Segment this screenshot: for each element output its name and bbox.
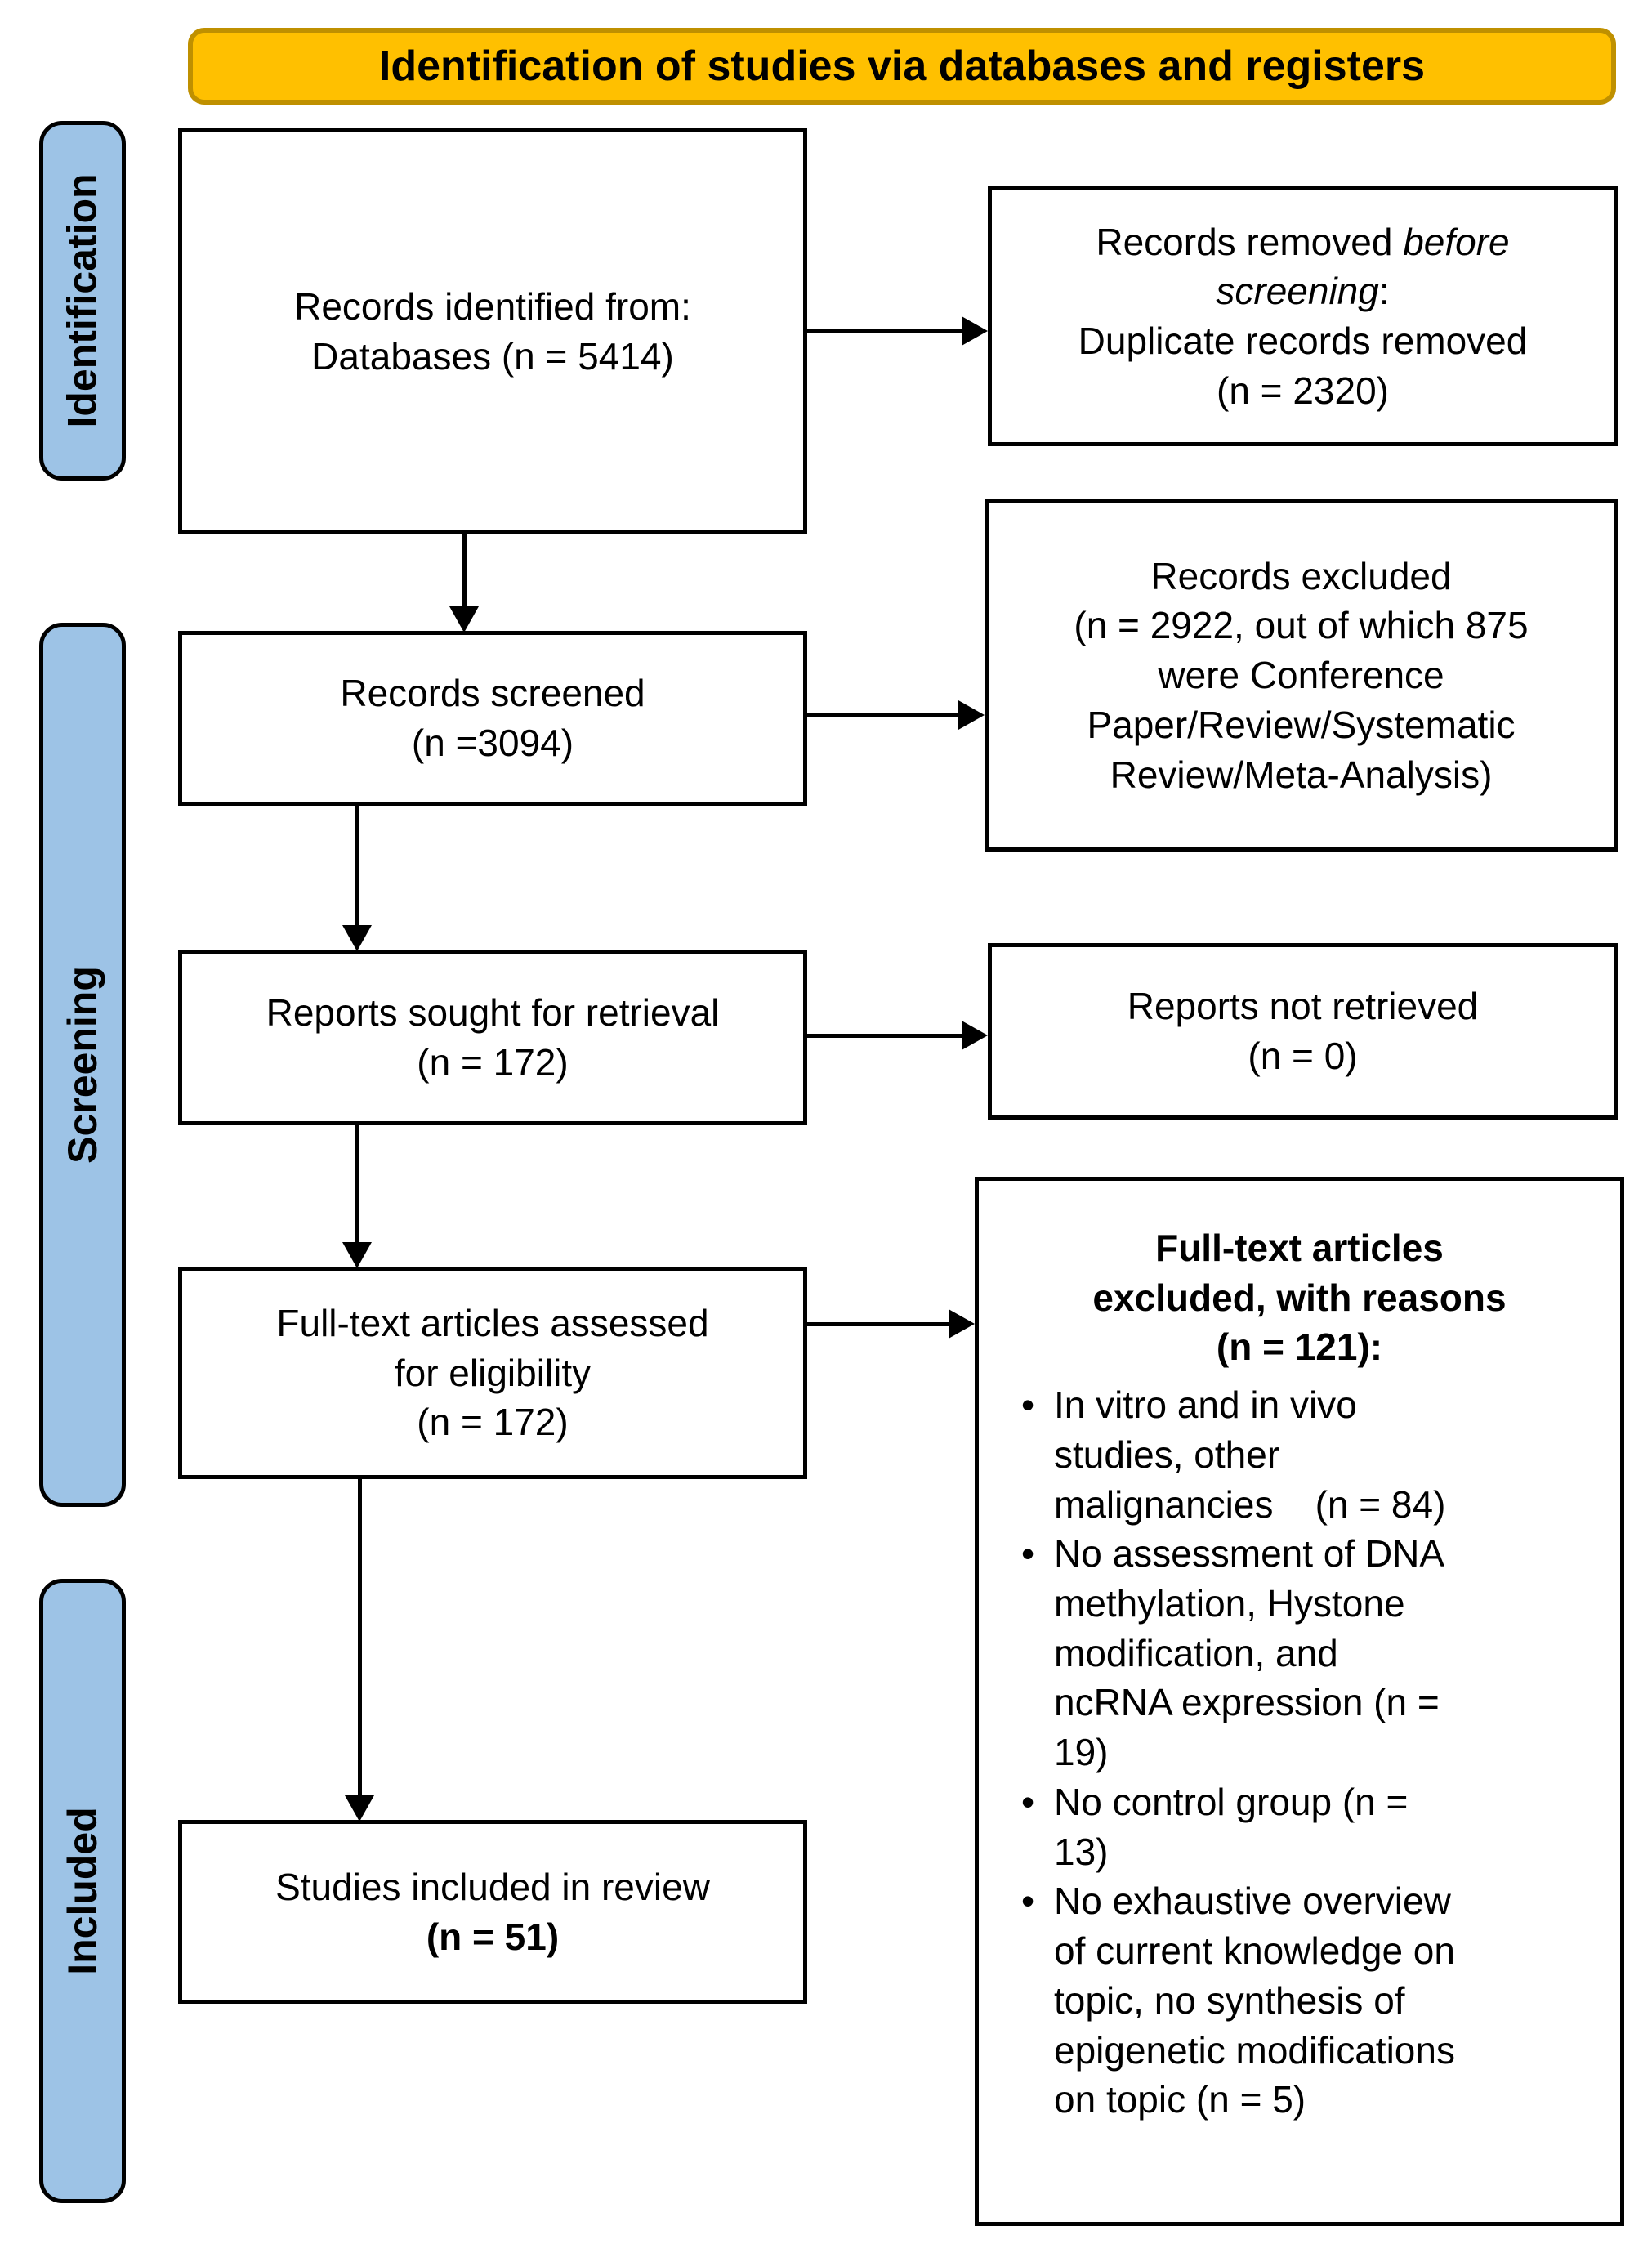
exclusion-reason-text: No exhaustive overview of current knowle… (1054, 1880, 1455, 2121)
box-records-removed-line1: Records removed before screening: (1034, 217, 1573, 316)
arrow-down-icon (345, 1795, 374, 1822)
box-records-removed-line3: (n = 2320) (1217, 369, 1389, 412)
box-reports-sought: Reports sought for retrieval (n = 172) (178, 950, 807, 1125)
phase-label-included: Included (39, 1579, 126, 2203)
box-fulltext-excluded-header3: (n = 121): (1216, 1325, 1383, 1369)
arrow-line-box1-to-box2 (462, 534, 467, 610)
records-removed-suffix: : (1378, 270, 1390, 313)
box-studies-included-line2: (n = 51) (426, 1915, 560, 1958)
exclusion-reason-item: • In vitro and in vivo studies, other ma… (1002, 1380, 1597, 1529)
box-fulltext-excluded: Full-text articles excluded, with reason… (975, 1177, 1624, 2226)
exclusion-reason-list: • In vitro and in vivo studies, other ma… (1002, 1380, 1597, 2125)
arrow-right-icon (962, 316, 988, 346)
records-removed-italic: before screening (1216, 220, 1510, 313)
box-records-excluded-line1: Records excluded (1150, 554, 1452, 597)
exclusion-reason-text: No control group (n = 13) (1054, 1780, 1409, 1873)
arrow-line-box4-to-fulltext-excluded (807, 1322, 953, 1326)
box-records-screened-line2: (n =3094) (411, 722, 574, 764)
box-fulltext-excluded-header1: Full-text articles (1155, 1227, 1444, 1269)
box-reports-not-retrieved-line2: (n = 0) (1248, 1035, 1358, 1077)
box-records-excluded-line3: were Conference (1158, 654, 1444, 697)
bullet-icon: • (1020, 1532, 1035, 1576)
box-studies-included-line1: Studies included in review (275, 1865, 710, 1908)
exclusion-reason-item: • No assessment of DNA methylation, Hyst… (1002, 1529, 1597, 1777)
box-reports-not-retrieved-line1: Reports not retrieved (1127, 985, 1479, 1028)
arrow-right-icon (962, 1021, 988, 1050)
banner-title: Identification of studies via databases … (188, 28, 1616, 105)
box-fulltext-assessed-line1: Full-text articles assessed (276, 1301, 709, 1344)
box-reports-sought-line2: (n = 172) (417, 1040, 569, 1084)
exclusion-reason-item: • No control group (n = 13) (1002, 1777, 1597, 1876)
box-records-identified-line2: Databases (n = 5414) (311, 334, 674, 378)
arrow-line-box2-to-box3 (355, 806, 359, 928)
phase-label-screening: Screening (39, 623, 126, 1507)
box-records-screened: Records screened (n =3094) (178, 631, 807, 806)
arrow-down-icon (449, 606, 479, 633)
box-reports-sought-line1: Reports sought for retrieval (266, 990, 720, 1034)
box-records-screened-line1: Records screened (340, 672, 645, 715)
bullet-icon: • (1020, 1384, 1035, 1427)
box-records-identified-line1: Records identified from: (294, 284, 691, 328)
bullet-icon: • (1020, 1880, 1035, 1923)
arrow-down-icon (342, 1242, 372, 1268)
phase-label-identification-text: Identification (60, 173, 106, 428)
arrow-right-icon (949, 1309, 975, 1339)
phase-label-identification: Identification (39, 121, 126, 481)
arrow-line-box4-to-box5 (358, 1479, 362, 1799)
box-records-removed: Records removed before screening: Duplic… (988, 186, 1618, 446)
bullet-icon: • (1020, 1780, 1035, 1823)
phase-label-included-text: Included (60, 1807, 106, 1975)
arrow-right-icon (958, 700, 985, 730)
arrow-down-icon (342, 925, 372, 951)
box-fulltext-assessed-line3: (n = 172) (417, 1401, 569, 1444)
box-fulltext-assessed-line2: for eligibility (394, 1351, 592, 1394)
arrow-line-box3-to-box4 (355, 1125, 359, 1245)
box-records-excluded-line5: Review/Meta-Analysis) (1110, 753, 1493, 796)
exclusion-reason-item: • No exhaustive overview of current know… (1002, 1876, 1597, 2125)
exclusion-reason-text: In vitro and in vivo studies, other mali… (1054, 1384, 1446, 1526)
box-fulltext-excluded-header2: excluded, with reasons (1092, 1276, 1507, 1319)
arrow-line-box3-to-not-retrieved (807, 1034, 967, 1038)
box-records-excluded: Records excluded (n = 2922, out of which… (985, 499, 1618, 852)
box-fulltext-assessed: Full-text articles assessed for eligibil… (178, 1267, 807, 1479)
box-records-excluded-line4: Paper/Review/Systematic (1087, 703, 1516, 746)
arrow-line-box2-to-excluded (807, 713, 963, 717)
box-records-identified: Records identified from: Databases (n = … (178, 128, 807, 534)
exclusion-reason-text: No assessment of DNA methylation, Hyston… (1054, 1532, 1445, 1774)
box-reports-not-retrieved: Reports not retrieved (n = 0) (988, 943, 1618, 1120)
box-records-removed-line2: Duplicate records removed (1078, 320, 1528, 362)
arrow-line-box1-to-removed (807, 329, 967, 333)
phase-label-screening-text: Screening (60, 966, 105, 1164)
box-records-excluded-line2: (n = 2922, out of which 875 (1074, 604, 1529, 647)
box-studies-included: Studies included in review (n = 51) (178, 1820, 807, 2004)
records-removed-prefix: Records removed (1096, 220, 1404, 263)
